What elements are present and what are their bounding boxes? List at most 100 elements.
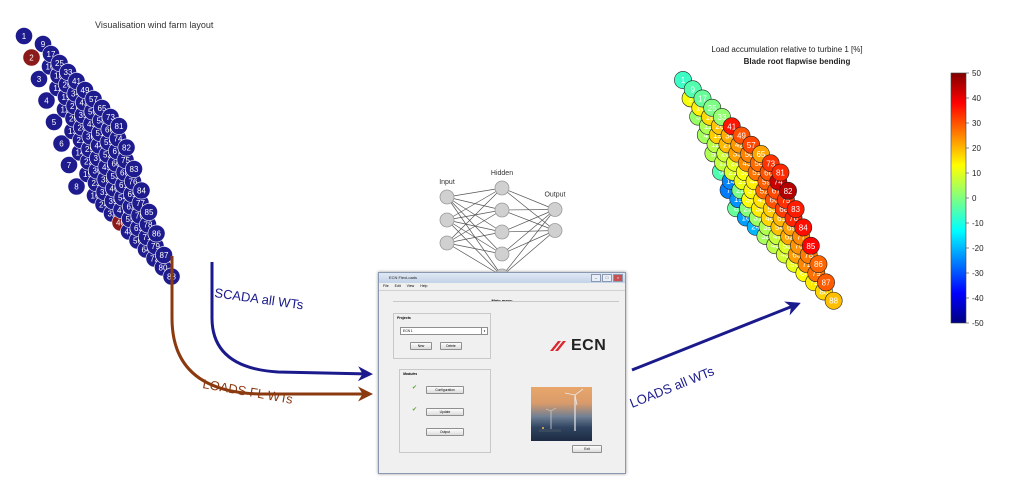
maximize-icon[interactable]: □ — [602, 274, 612, 282]
turbine-label: 80 — [159, 264, 168, 273]
load-turbine-marker — [786, 200, 805, 219]
load-turbine-label: 47 — [773, 232, 782, 241]
load-turbine-label: 23 — [744, 204, 753, 213]
turbine-marker — [37, 91, 56, 110]
turbine-label: 52 — [103, 151, 112, 160]
turbine-label: 15 — [83, 170, 92, 179]
load-turbine-label: 15 — [734, 195, 743, 204]
close-icon[interactable]: × — [613, 274, 623, 282]
turbine-label: 22 — [84, 158, 93, 167]
turbine-label: 16 — [91, 192, 100, 201]
nn-edge — [446, 242, 503, 277]
load-turbine-label: 87 — [822, 278, 831, 287]
turbine-label: 1 — [22, 32, 27, 41]
turbine-marker — [22, 48, 41, 67]
load-turbine-label: 65 — [756, 150, 765, 159]
minimize-icon[interactable]: – — [591, 274, 601, 282]
turbine-label: 32 — [108, 210, 117, 219]
turbine-label: 44 — [95, 142, 104, 151]
turbine-label: 49 — [81, 86, 90, 95]
colorbar-tick-label: 30 — [972, 119, 981, 128]
nn-node — [494, 202, 510, 218]
load-turbine-label: 61 — [777, 214, 786, 223]
turbine-label: 71 — [143, 233, 152, 242]
turbine-label: 43 — [87, 120, 96, 129]
load-turbine-label: 7 — [726, 186, 731, 195]
load-turbine-label: 20 — [721, 149, 730, 158]
load-turbine-label: 40 — [771, 241, 780, 250]
turbine-label: 73 — [106, 113, 115, 122]
wind-farm-photo — [531, 387, 592, 441]
nn-edge — [501, 187, 556, 231]
load-turbine-label: 37 — [748, 186, 757, 195]
turbine-label: 12 — [61, 106, 70, 115]
load-turbine-marker — [809, 255, 828, 273]
turbine-marker — [140, 203, 158, 221]
project-select[interactable]: ECN 1 ▾ — [400, 327, 488, 335]
nn-edge — [501, 230, 556, 277]
load-turbine-label: 10 — [696, 104, 705, 113]
output-button[interactable]: Output — [426, 428, 464, 436]
load-turbine-label: 48 — [780, 250, 789, 259]
exit-button[interactable]: Exit — [572, 445, 602, 453]
load-plot-title: Load accumulation relative to turbine 1 … — [711, 45, 862, 54]
load-turbine-label: 85 — [806, 242, 815, 251]
menu-help[interactable]: Help — [420, 284, 428, 288]
load-turbine-label: 11 — [704, 122, 713, 131]
main-menu-title: Main menu — [491, 298, 513, 303]
load-turbine-label: 38 — [756, 205, 765, 214]
chevron-down-icon[interactable]: ▾ — [481, 328, 487, 334]
turbine-label: 5 — [52, 118, 57, 127]
turbine-label: 58 — [97, 117, 106, 126]
load-turbine-label: 51 — [752, 168, 761, 177]
nn-node — [494, 180, 510, 196]
update-button[interactable]: Update — [426, 408, 464, 416]
load-turbine-label: 29 — [738, 177, 747, 186]
turbine-label: 34 — [71, 90, 80, 99]
menu-file[interactable]: File — [383, 284, 389, 288]
turbine-marker — [45, 113, 63, 131]
load-turbine-label: 24 — [751, 223, 760, 232]
load-turbine-label: 71 — [802, 260, 811, 269]
turbine-label: 60 — [112, 160, 121, 169]
nn-edge — [446, 196, 503, 255]
load-turbine-label: 12 — [711, 140, 720, 149]
nn-node — [439, 189, 455, 205]
turbine-label: 21 — [77, 136, 86, 145]
turbine-label: 11 — [53, 84, 62, 93]
turbine-label: 39 — [109, 197, 118, 206]
turbine-label: 18 — [54, 72, 63, 81]
turbine-label: 31 — [100, 188, 109, 197]
delete-project-button[interactable]: Delete — [440, 342, 462, 350]
load-turbine-label: 17 — [698, 95, 707, 104]
wind-turbine-image — [539, 388, 584, 432]
nn-layer-label: Input — [439, 179, 455, 186]
load-turbine-marker — [779, 181, 797, 200]
menu-view[interactable]: View — [406, 284, 415, 288]
load-turbine-label: 32 — [761, 232, 770, 241]
app-title-bar: ECN FlexLoads – □ × — [379, 273, 625, 283]
turbine-label: 6 — [59, 140, 64, 149]
nn-edge — [501, 230, 556, 233]
configuration-button[interactable]: Configuration — [426, 386, 464, 394]
new-project-button[interactable]: New — [410, 342, 432, 350]
turbine-label: 72 — [150, 255, 159, 264]
load-turbine-label: 41 — [727, 122, 736, 131]
turbine-label: 74 — [114, 135, 123, 144]
turbine-label: 82 — [122, 144, 131, 153]
turbine-marker — [67, 177, 86, 196]
title-divider — [393, 301, 619, 302]
turbine-label: 66 — [105, 126, 114, 135]
turbine-label: 63 — [134, 224, 143, 233]
turbine-label: 17 — [47, 50, 56, 59]
menu-edit[interactable]: Edit — [394, 284, 401, 288]
turbine-label: 67 — [113, 147, 122, 156]
nn-edge — [446, 196, 503, 211]
nn-edge — [446, 209, 503, 221]
turbine-label: 23 — [92, 179, 101, 188]
nn-edge — [446, 242, 503, 255]
load-turbine-label: 4 — [704, 131, 709, 140]
load-turbine-label: 33 — [718, 113, 727, 122]
projects-label: Projects — [397, 316, 411, 320]
